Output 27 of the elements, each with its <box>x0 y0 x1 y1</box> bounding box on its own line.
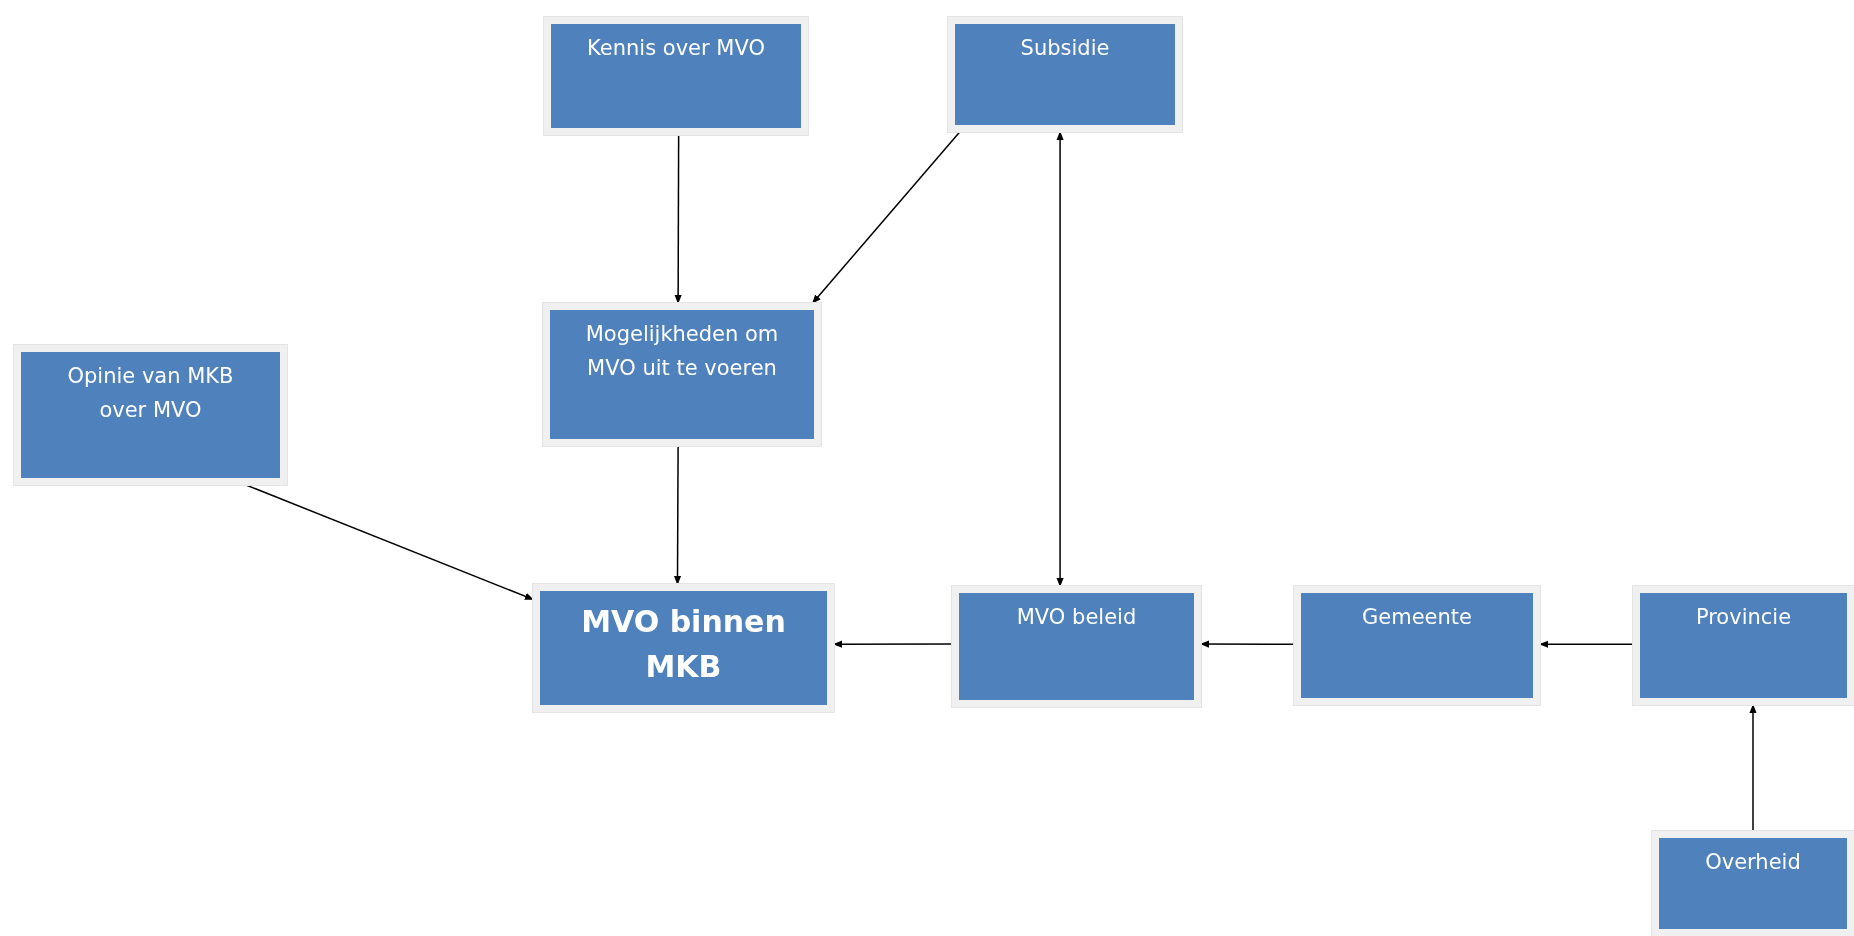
process-box <box>533 584 834 712</box>
process-box <box>1633 586 1854 705</box>
box-label: MVO beleid <box>1016 604 1137 631</box>
box-label: Gemeente <box>1362 604 1472 631</box>
process-box <box>544 17 808 135</box>
process-box <box>1652 831 1854 936</box>
arrow <box>1749 704 1757 832</box>
process-box <box>948 17 1182 132</box>
arrow <box>245 484 534 601</box>
arrow <box>674 134 682 304</box>
box-label: MVO binnen MKB <box>580 603 787 686</box>
box-label: Mogelijkheden om MVO uit te voeren <box>584 321 780 382</box>
arrow <box>1056 131 1064 587</box>
arrow <box>833 640 953 648</box>
box-label: Overheid <box>1705 849 1801 876</box>
process-box <box>952 586 1201 707</box>
box-label: Opinie van MKB over MVO <box>66 363 235 424</box>
arrow <box>811 131 961 304</box>
box-label: Subsidie <box>1020 35 1110 62</box>
box-label: Provincie <box>1695 604 1792 631</box>
arrow <box>1200 640 1295 648</box>
process-box <box>543 303 821 446</box>
process-box <box>1294 586 1540 705</box>
box-label: Kennis over MVO <box>587 35 765 62</box>
arrow <box>673 445 682 585</box>
arrow <box>1539 640 1634 648</box>
process-box <box>14 345 287 485</box>
